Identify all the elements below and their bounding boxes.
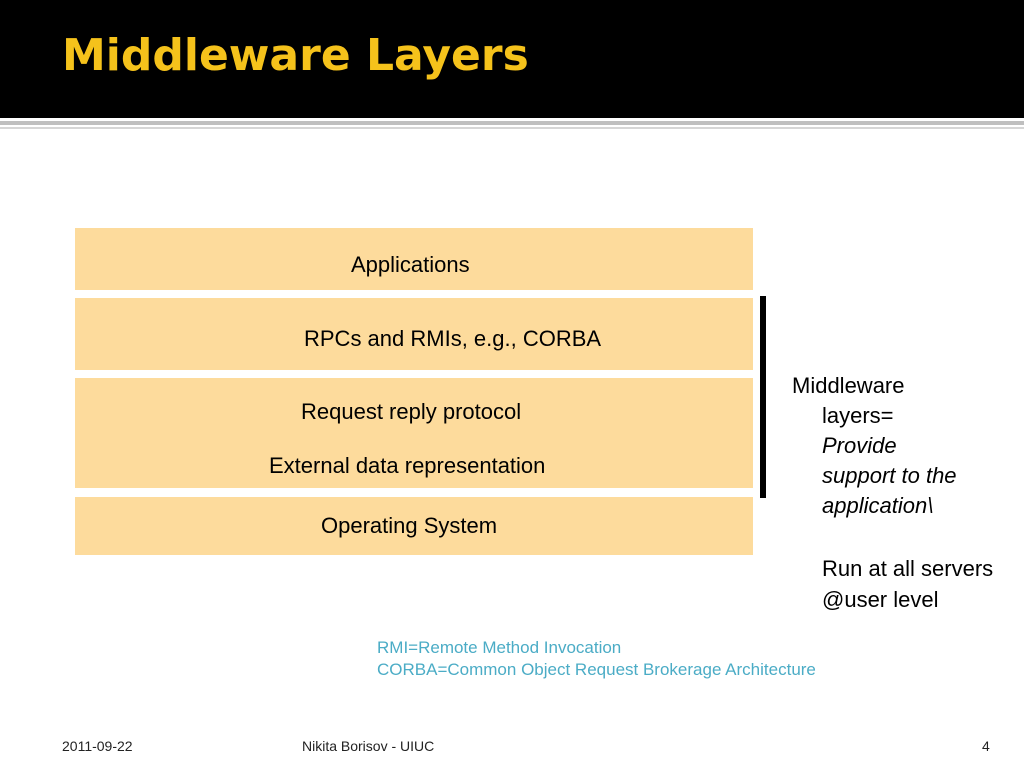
- layer-rpc-label: RPCs and RMIs, e.g., CORBA: [304, 326, 602, 351]
- middleware-bracket: [760, 296, 766, 498]
- layer-os-label: Operating System: [321, 513, 498, 538]
- sidebar-run-servers: Run at all servers: [822, 556, 994, 581]
- layer-request-reply-label: Request reply protocol: [301, 399, 522, 424]
- footer-page-number: 4: [982, 738, 990, 754]
- layer-applications-label: Applications: [351, 252, 470, 277]
- layer-rpc: RPCs and RMIs, e.g., CORBA: [75, 298, 753, 370]
- title-bar: Middleware Layers: [0, 0, 1024, 118]
- note-rmi: RMI=Remote Method Invocation: [377, 638, 622, 657]
- sidebar-application: application\: [822, 493, 934, 518]
- layer-protocol: Request reply protocol External data rep…: [75, 378, 753, 488]
- sidebar-provide: Provide: [822, 433, 897, 458]
- footer-date: 2011-09-22: [62, 738, 133, 754]
- slide-title: Middleware Layers: [62, 30, 529, 81]
- sidebar-support: support to the: [822, 463, 957, 488]
- title-divider-thin: [0, 127, 1024, 129]
- note-corba: CORBA=Common Object Request Brokerage Ar…: [377, 660, 816, 679]
- title-divider: [0, 121, 1024, 125]
- footer-author: Nikita Borisov - UIUC: [302, 738, 435, 754]
- layer-external-data-label: External data representation: [269, 453, 546, 478]
- layer-applications: Applications: [75, 228, 753, 290]
- sidebar-layers: layers=: [822, 403, 894, 428]
- sidebar-middleware: Middleware: [792, 373, 905, 398]
- sidebar-user-level: @user level: [822, 587, 939, 612]
- layer-os: Operating System: [75, 497, 753, 555]
